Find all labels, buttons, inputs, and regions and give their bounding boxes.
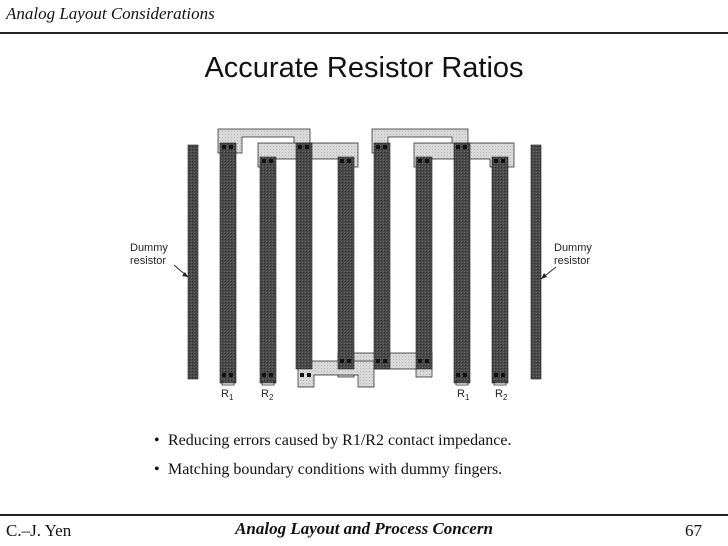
finger: [373, 142, 391, 370]
finger: [491, 156, 509, 384]
bullet-dot: •: [154, 432, 160, 449]
footer-author: C.–J. Yen: [6, 521, 72, 540]
left-dummy-resistor: [187, 144, 199, 380]
header-course-title: Analog Layout Considerations: [6, 4, 215, 23]
resistor-label: R1: [457, 388, 470, 402]
bullet-text: Matching boundary conditions with dummy …: [168, 461, 503, 478]
contacts: [222, 145, 505, 377]
bottom-metal-inner: [297, 360, 375, 388]
bullet-dot: •: [154, 461, 160, 478]
resistor-label: R2: [495, 388, 508, 402]
resistor-fingers: [219, 142, 509, 384]
bullet-text: Reducing errors caused by R1/R2 contact …: [168, 432, 512, 449]
terminal-markers: [221, 381, 507, 386]
right-dummy-resistor: [530, 144, 542, 380]
finger: [337, 156, 355, 370]
right-dummy-arrowhead: [541, 273, 547, 279]
resistor-label: R1: [221, 388, 234, 402]
page-number: 67: [685, 521, 702, 540]
slide-title: Accurate Resistor Ratios: [204, 52, 524, 84]
resistor-label: R2: [261, 388, 274, 402]
left-dummy-arrowhead: [182, 272, 188, 277]
finger: [453, 142, 471, 384]
finger: [219, 142, 237, 384]
resistor-layout-drawing: R1 R2 R1 R2 Dummy resistor Dummy resisto…: [130, 128, 595, 402]
right-dummy-label: Dummy resistor: [554, 242, 595, 267]
finger: [259, 156, 277, 384]
bullet-item: • Reducing errors caused by R1/R2 contact…: [154, 432, 511, 450]
finger: [295, 142, 313, 370]
footer-divider: [0, 514, 728, 516]
left-dummy-label: Dummy resistor: [130, 242, 171, 267]
bullet-list: • Reducing errors caused by R1/R2 contact…: [154, 432, 511, 490]
bullet-item: • Matching boundary conditions with dummy…: [154, 461, 511, 479]
finger: [415, 156, 433, 370]
footer-course: Analog Layout and Process Concern: [235, 519, 493, 538]
header-divider: [0, 32, 728, 34]
resistor-layout-figure: R1 R2 R1 R2 Dummy resistor Dummy resisto…: [120, 125, 610, 415]
